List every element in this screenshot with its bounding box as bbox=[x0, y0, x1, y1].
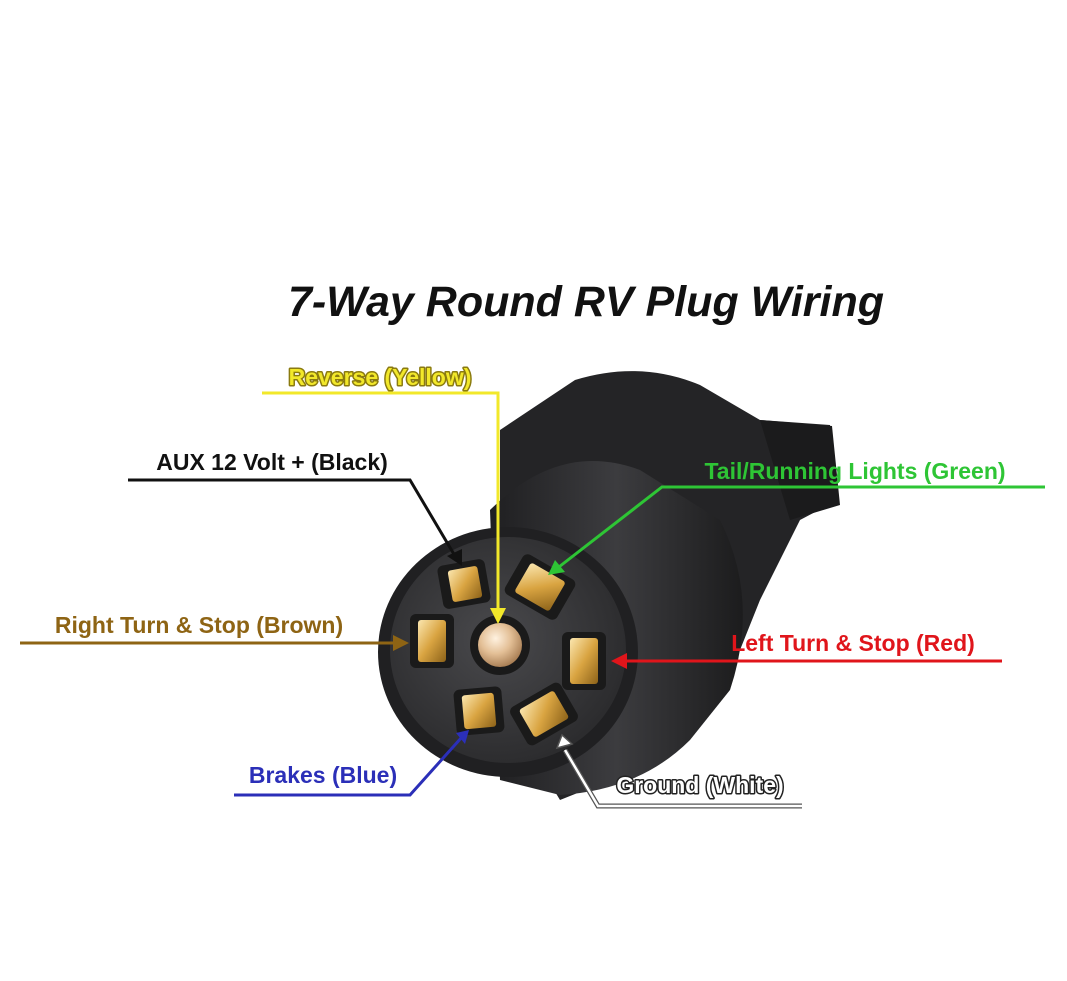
reverse-arrowhead bbox=[490, 608, 506, 624]
label-aux: AUX 12 Volt + (Black) bbox=[156, 449, 388, 475]
leader-lines bbox=[20, 391, 1045, 809]
aux-arrowhead bbox=[447, 549, 462, 566]
tail-leader bbox=[554, 485, 1045, 572]
tail-arrowhead bbox=[548, 560, 565, 575]
label-tail: Tail/Running Lights (Green) bbox=[704, 458, 1005, 484]
label-ground: Ground (White) bbox=[616, 772, 783, 798]
wire-labels: Reverse (Yellow) AUX 12 Volt + (Black) T… bbox=[55, 363, 1006, 800]
pin-right-turn bbox=[410, 614, 454, 668]
plug-tab bbox=[760, 420, 840, 520]
brakes-leader bbox=[234, 735, 464, 797]
pin-left-turn bbox=[562, 632, 606, 690]
label-reverse: Reverse (Yellow) bbox=[289, 364, 472, 390]
pin-brakes bbox=[453, 686, 505, 736]
label-right-turn: Right Turn & Stop (Brown) bbox=[55, 612, 343, 638]
pin-aux bbox=[437, 559, 491, 609]
ground-leader bbox=[563, 749, 802, 808]
right-turn-arrowhead bbox=[393, 635, 409, 651]
label-left-turn: Left Turn & Stop (Red) bbox=[731, 630, 975, 656]
reverse-leader bbox=[262, 391, 500, 612]
ground-arrowhead bbox=[555, 733, 574, 750]
label-brakes: Brakes (Blue) bbox=[249, 762, 397, 788]
aux-leader bbox=[128, 478, 457, 557]
rv-plug-illustration bbox=[378, 371, 840, 800]
diagram-title: 7-Way Round RV Plug Wiring bbox=[288, 278, 884, 326]
pin-ground bbox=[510, 682, 578, 746]
left-turn-arrowhead bbox=[611, 653, 627, 669]
pin-reverse-center bbox=[470, 615, 530, 675]
brakes-arrowhead bbox=[456, 730, 469, 744]
